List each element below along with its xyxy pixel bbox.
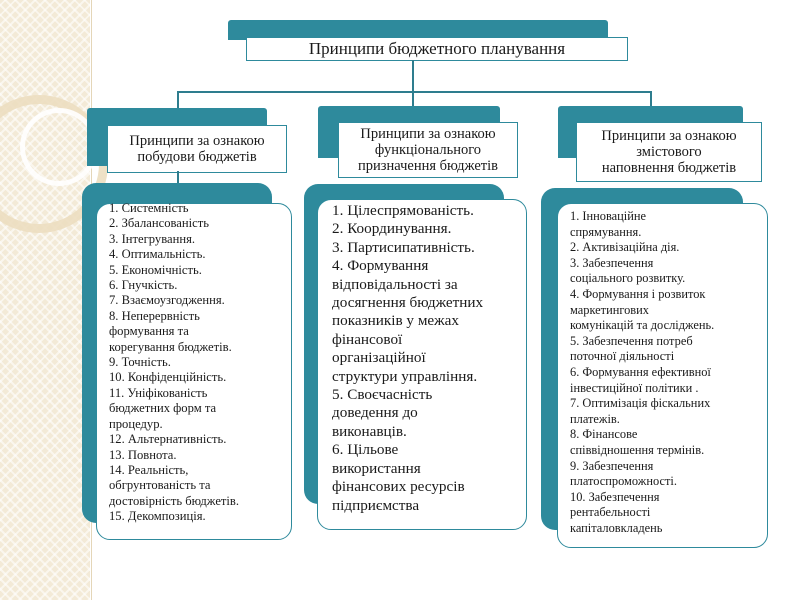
category-title: Принципи за ознакою функціонального приз… — [358, 125, 498, 175]
root-node-tab — [228, 20, 608, 40]
list-item: 1. Системність — [109, 201, 189, 215]
root-connector-vertical — [412, 60, 414, 92]
list-item: 2. Збалансованість — [109, 216, 209, 231]
category-list-card — [317, 199, 527, 530]
list-item: 11. Уніфікованість бюджетних форм та про… — [109, 385, 217, 431]
category-header: Принципи за ознакою побудови бюджетів — [107, 125, 287, 173]
list-item: 14. Реальність, обгрунтованість та досто… — [109, 462, 240, 508]
list-item: 1. Цілеспрямованість. — [332, 202, 474, 219]
category-header: Принципи за ознакою змістового наповненн… — [576, 122, 762, 182]
list-item: 7. Оптимізація фіскальних платежів. — [570, 396, 711, 426]
branch-connector-middle — [412, 91, 414, 107]
list-item: 6. Формування ефективної інвестиційної п… — [570, 364, 711, 395]
list-item: 4. Оптимальність. — [109, 247, 206, 262]
list-item: 1. Інноваційне спрямування. — [570, 209, 646, 239]
list-item: 4. Формування відповідальності за досягн… — [332, 257, 484, 385]
category-header: Принципи за ознакою функціонального приз… — [338, 122, 518, 178]
category-item-list: 1. Цілеспрямованість. 2. Координування. … — [332, 202, 522, 515]
list-item: 4. Формування і розвиток маркетингових к… — [570, 286, 715, 333]
category-list-card — [557, 203, 768, 548]
branch-connector-horizontal — [177, 91, 652, 93]
root-node: Принципи бюджетного планування — [246, 37, 628, 61]
list-item: 8. Фінансове співвідношення термінів. — [570, 427, 705, 457]
branch-connector-right — [650, 91, 652, 107]
list-item: 9. Забезпечення платоспроможності. — [570, 458, 677, 489]
root-node-title: Принципи бюджетного планування — [308, 39, 566, 59]
list-item: 3. Інтегрування. — [109, 231, 196, 246]
list-item: 12. Альтернативність. — [109, 432, 227, 447]
list-item: 2. Активізаційна дія. — [570, 240, 680, 255]
category-title: Принципи за ознакою побудови бюджетів — [129, 132, 265, 165]
category-item-list: 1. Інноваційне спрямування. 2. Активізац… — [570, 209, 762, 536]
category-title: Принципи за ознакою змістового наповненн… — [601, 127, 737, 177]
branch-connector-left — [177, 91, 179, 109]
category-item-list: 1. Системність 2. Збалансованість 3. Інт… — [109, 201, 291, 525]
list-item: 5. Економічність. — [109, 262, 202, 277]
category-list-card — [96, 203, 292, 540]
list-item: 5. Забезпечення потреб поточної діяльнос… — [570, 333, 693, 364]
list-item: 3. Забезпечення соціального розвитку. — [570, 255, 686, 286]
list-item: 6. Гнучкість. — [109, 278, 178, 293]
list-item: 6. Цільове використання фінансових ресур… — [332, 441, 465, 514]
list-item: 5. Своєчасність доведення до виконавців. — [332, 386, 433, 440]
list-item: 10. Забезпечення рентабельності капітало… — [570, 489, 663, 535]
list-item: 7. Взаємоузгодження. — [109, 293, 225, 308]
list-item: 10. Конфіденційність. — [109, 370, 227, 385]
category-connector — [177, 171, 179, 183]
list-item: 2. Координування. — [332, 220, 452, 238]
list-item: 9. Точність. — [109, 355, 171, 370]
list-item: 8. Неперервність формування та корегуван… — [109, 308, 232, 354]
list-item: 3. Партисипативність. — [332, 238, 475, 256]
list-item: 15. Декомпозиція. — [109, 509, 206, 524]
list-item: 13. Повнота. — [109, 447, 177, 462]
decorative-side-band — [0, 0, 90, 600]
